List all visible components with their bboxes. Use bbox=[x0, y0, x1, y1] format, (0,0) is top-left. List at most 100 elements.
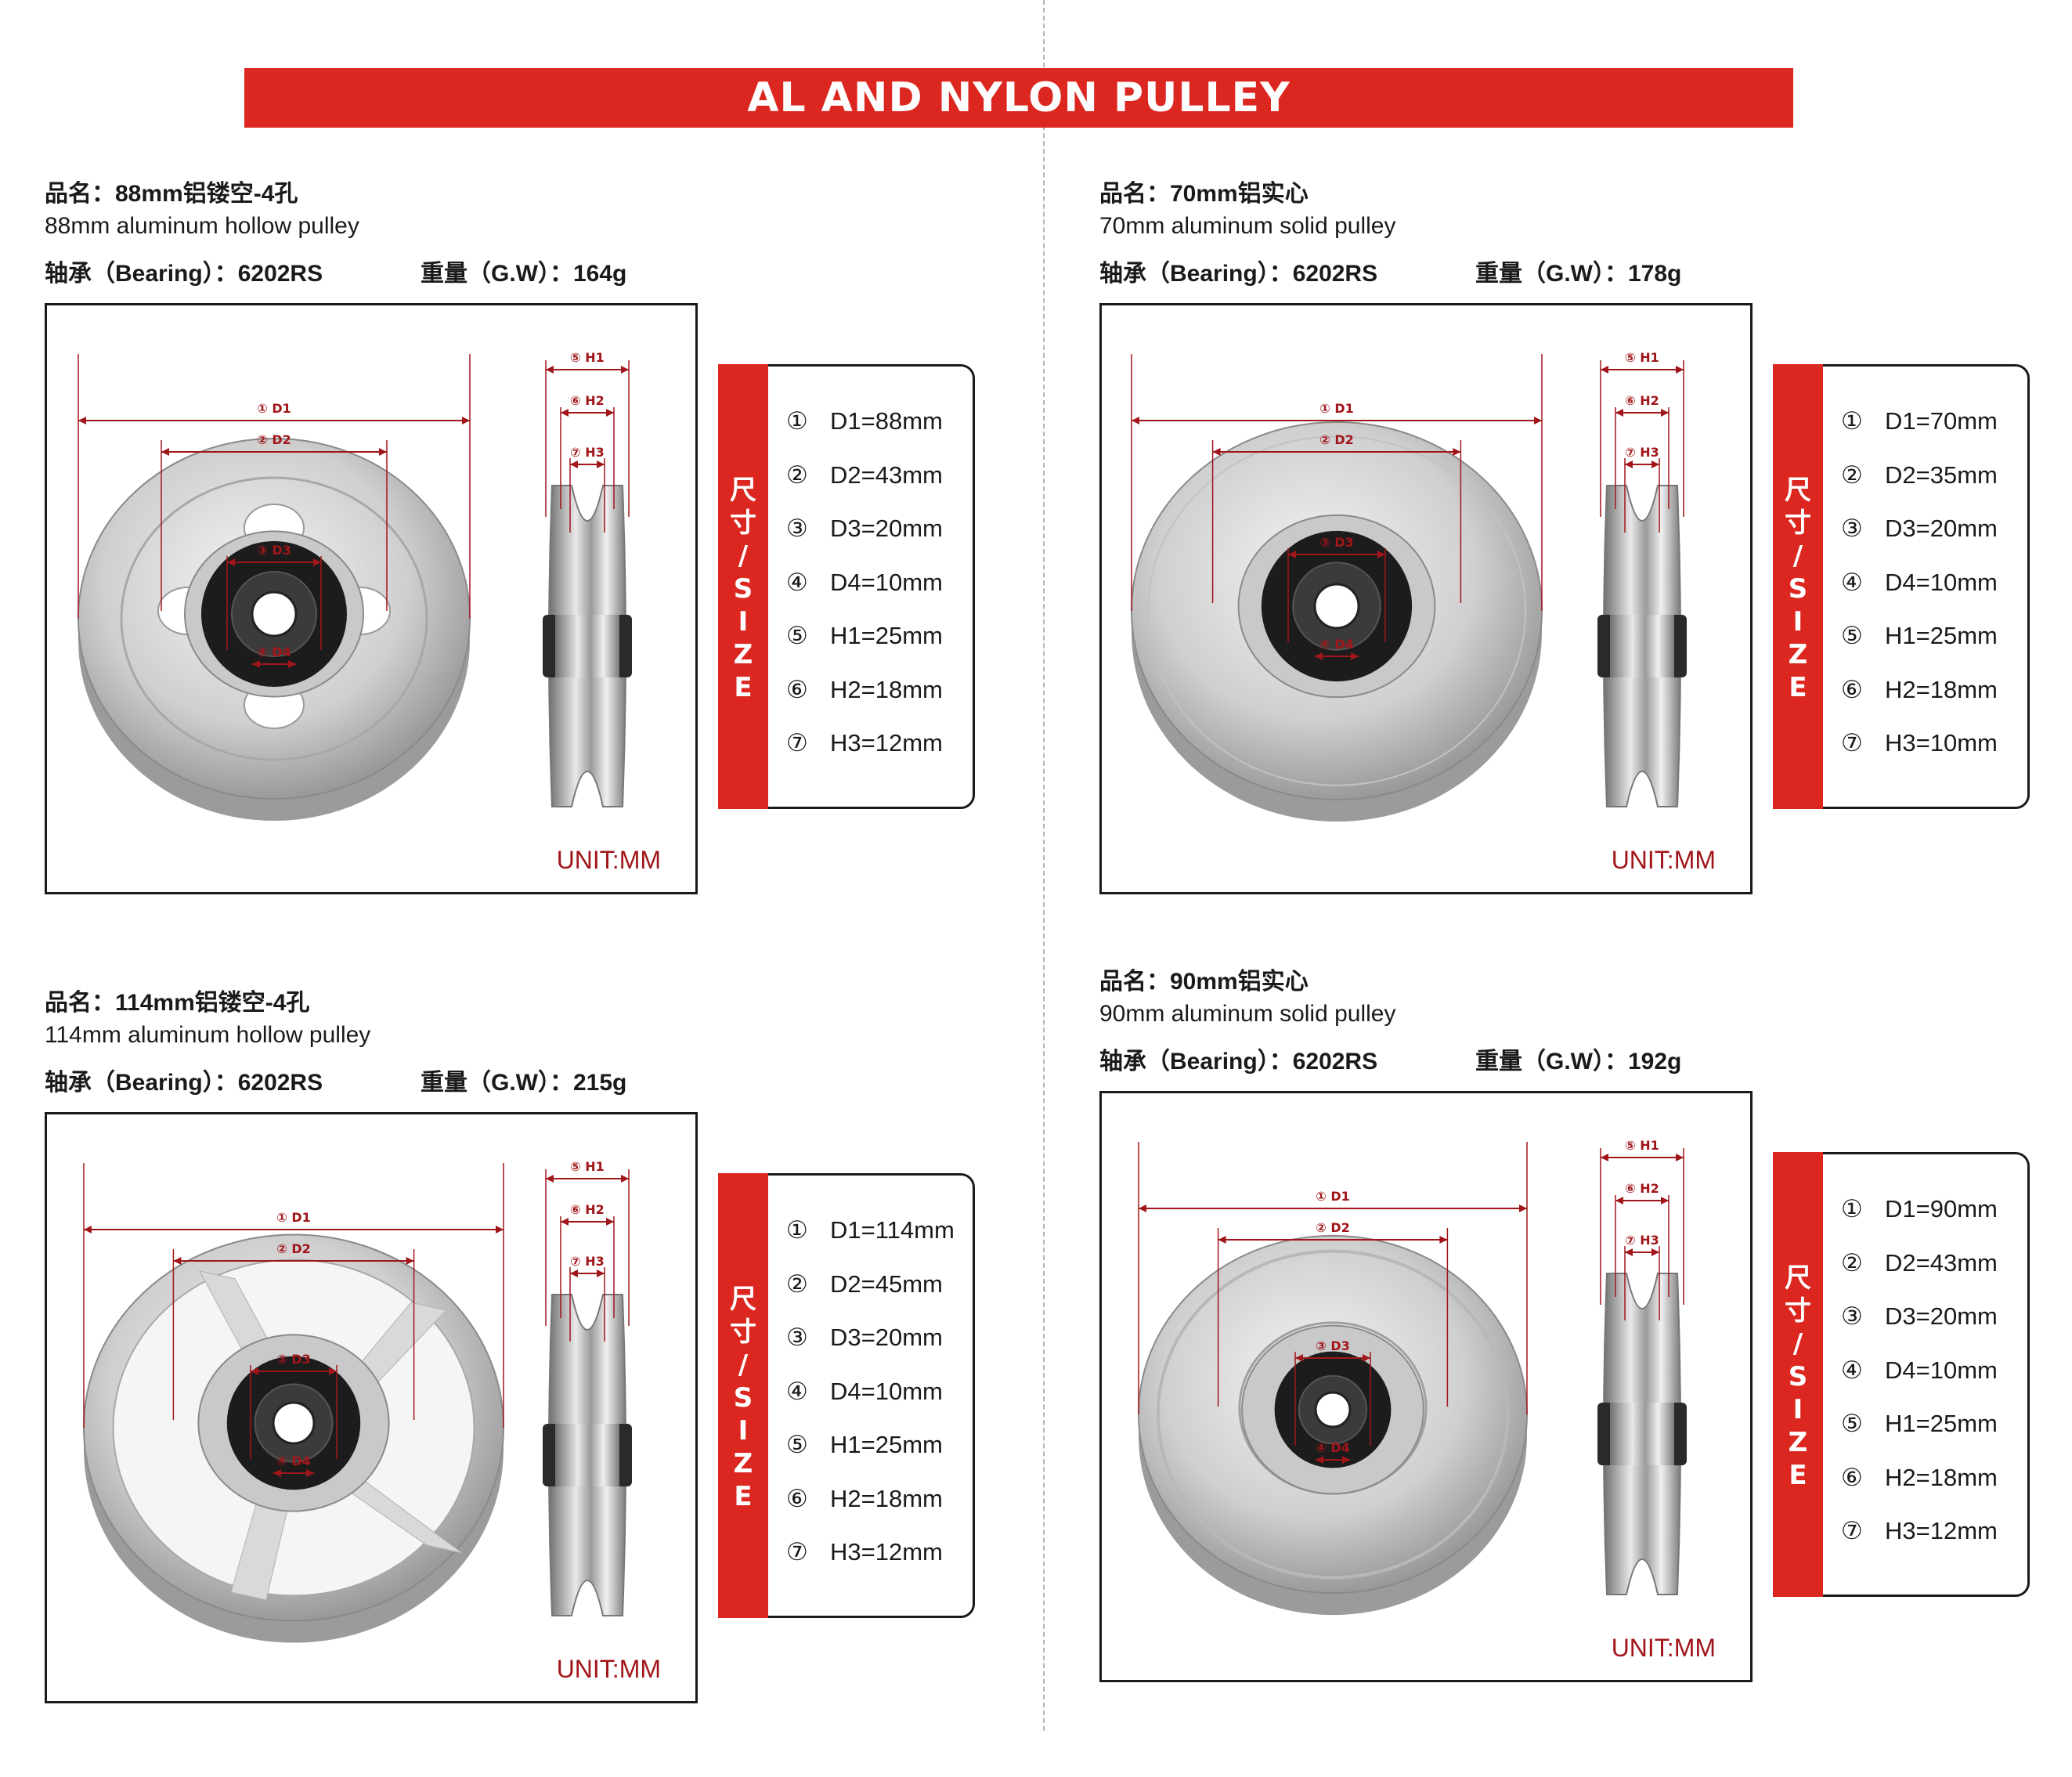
size-index: ③ bbox=[786, 1324, 808, 1352]
size-value: H2=18mm bbox=[830, 675, 943, 703]
dim-d1-label: ① D1 bbox=[276, 1210, 311, 1225]
dim-h2: ⑥ H2 bbox=[561, 393, 614, 417]
pulley-dimension-drawing: ① D1② D2③ D3④ D4⑤ H1⑥ H2⑦ H3 bbox=[83, 1159, 632, 1643]
unit-label: UNIT:MM bbox=[1611, 1634, 1716, 1662]
center-divider bbox=[1043, 0, 1045, 1731]
bearing-spec: 轴承（Bearing）：6202RS bbox=[1099, 261, 1378, 287]
dim-d2-label: ② D2 bbox=[257, 432, 291, 447]
size-header-char: / bbox=[1792, 1328, 1803, 1360]
size-header-char: 尺 bbox=[1785, 1262, 1811, 1294]
dim-d4-label: ④ D4 bbox=[1319, 637, 1354, 652]
product-name-en: 88mm aluminum hollow pulley bbox=[45, 213, 359, 239]
dim-d2-label: ② D2 bbox=[276, 1241, 311, 1256]
size-index: ① bbox=[786, 1216, 808, 1244]
dim-d4-label: ④ D4 bbox=[276, 1454, 311, 1468]
size-header-char: E bbox=[734, 672, 753, 703]
size-header-char: I bbox=[738, 1415, 749, 1447]
dim-h2-label: ⑥ H2 bbox=[570, 393, 605, 408]
bearing-spec: 轴承（Bearing）：6202RS bbox=[45, 261, 323, 287]
size-header-char: S bbox=[733, 1382, 753, 1414]
dim-d1: ① D1 bbox=[1132, 401, 1542, 424]
bore bbox=[1313, 583, 1360, 630]
size-value: D2=45mm bbox=[830, 1270, 943, 1298]
size-value: D1=70mm bbox=[1885, 407, 1998, 435]
size-header-char: E bbox=[1789, 1460, 1807, 1491]
weight-spec: 重量（G.W）：178g bbox=[1475, 261, 1682, 287]
product-name-en: 114mm aluminum hollow pulley bbox=[45, 1022, 371, 1048]
size-value: D3=20mm bbox=[1885, 1302, 1998, 1330]
size-item: ② D2=43mm bbox=[1841, 1249, 1998, 1277]
size-value: H2=18mm bbox=[1885, 675, 1998, 703]
size-header-char: S bbox=[1788, 1361, 1808, 1392]
size-index: ⑥ bbox=[1841, 675, 1863, 704]
size-item: ② D2=45mm bbox=[786, 1270, 943, 1298]
size-index: ③ bbox=[1841, 515, 1863, 543]
size-header-char: I bbox=[1792, 606, 1803, 637]
size-index: ② bbox=[1841, 461, 1863, 489]
size-value: H3=12mm bbox=[830, 729, 943, 757]
size-header-char: S bbox=[1788, 573, 1808, 605]
size-value: D4=10mm bbox=[830, 568, 943, 596]
unit-label: UNIT:MM bbox=[556, 846, 661, 874]
size-header-char: I bbox=[738, 606, 749, 637]
size-header-char: / bbox=[738, 540, 749, 572]
dim-d2: ② D2 bbox=[161, 432, 387, 456]
dim-d3: ③ D3 bbox=[1288, 535, 1385, 558]
dim-d3: ③ D3 bbox=[251, 1352, 337, 1375]
dim-h3: ⑦ H3 bbox=[1625, 445, 1659, 468]
bearing-spec: 轴承（Bearing）：6202RS bbox=[45, 1070, 323, 1096]
dim-d4-label: ④ D4 bbox=[257, 645, 291, 659]
size-value: H2=18mm bbox=[830, 1484, 943, 1512]
dim-d3-label: ③ D3 bbox=[276, 1352, 311, 1367]
size-value: H2=18mm bbox=[1885, 1463, 1998, 1491]
size-header-char: 寸 bbox=[1785, 1295, 1811, 1327]
dim-h1-label: ⑤ H1 bbox=[570, 1159, 605, 1174]
size-index: ② bbox=[786, 1270, 808, 1298]
dim-h3: ⑦ H3 bbox=[1625, 1233, 1659, 1256]
size-value: D1=90mm bbox=[1885, 1195, 1998, 1223]
dim-h1-label: ⑤ H1 bbox=[570, 350, 605, 365]
dim-d1: ① D1 bbox=[1139, 1189, 1527, 1212]
size-index: ⑤ bbox=[1841, 1410, 1863, 1438]
product-name-cn: 品名：90mm铝实心 bbox=[1099, 969, 1309, 995]
size-index: ④ bbox=[786, 1377, 808, 1406]
product-name-en: 90mm aluminum solid pulley bbox=[1099, 1001, 1396, 1027]
dim-h2-label: ⑥ H2 bbox=[570, 1202, 605, 1217]
size-value: D3=20mm bbox=[830, 1324, 943, 1351]
size-header-char: / bbox=[738, 1349, 749, 1381]
size-value: D2=43mm bbox=[1885, 1248, 1998, 1277]
size-index: ⑥ bbox=[786, 1484, 808, 1513]
size-index: ⑦ bbox=[786, 729, 808, 757]
size-header-char: S bbox=[733, 573, 753, 605]
dim-d4-label: ④ D4 bbox=[1316, 1440, 1350, 1455]
size-index: ② bbox=[1841, 1248, 1863, 1277]
size-header-char: 寸 bbox=[1785, 507, 1811, 539]
size-value: D4=10mm bbox=[830, 1377, 943, 1405]
size-item: ⑦ H3=12mm bbox=[786, 729, 943, 757]
dim-h3-label: ⑦ H3 bbox=[1625, 1233, 1659, 1248]
size-index: ⑥ bbox=[1841, 1463, 1863, 1492]
bearing-spec: 轴承（Bearing）：6202RS bbox=[1099, 1049, 1378, 1075]
bore bbox=[1314, 1391, 1352, 1428]
size-header-char: 尺 bbox=[730, 475, 756, 506]
